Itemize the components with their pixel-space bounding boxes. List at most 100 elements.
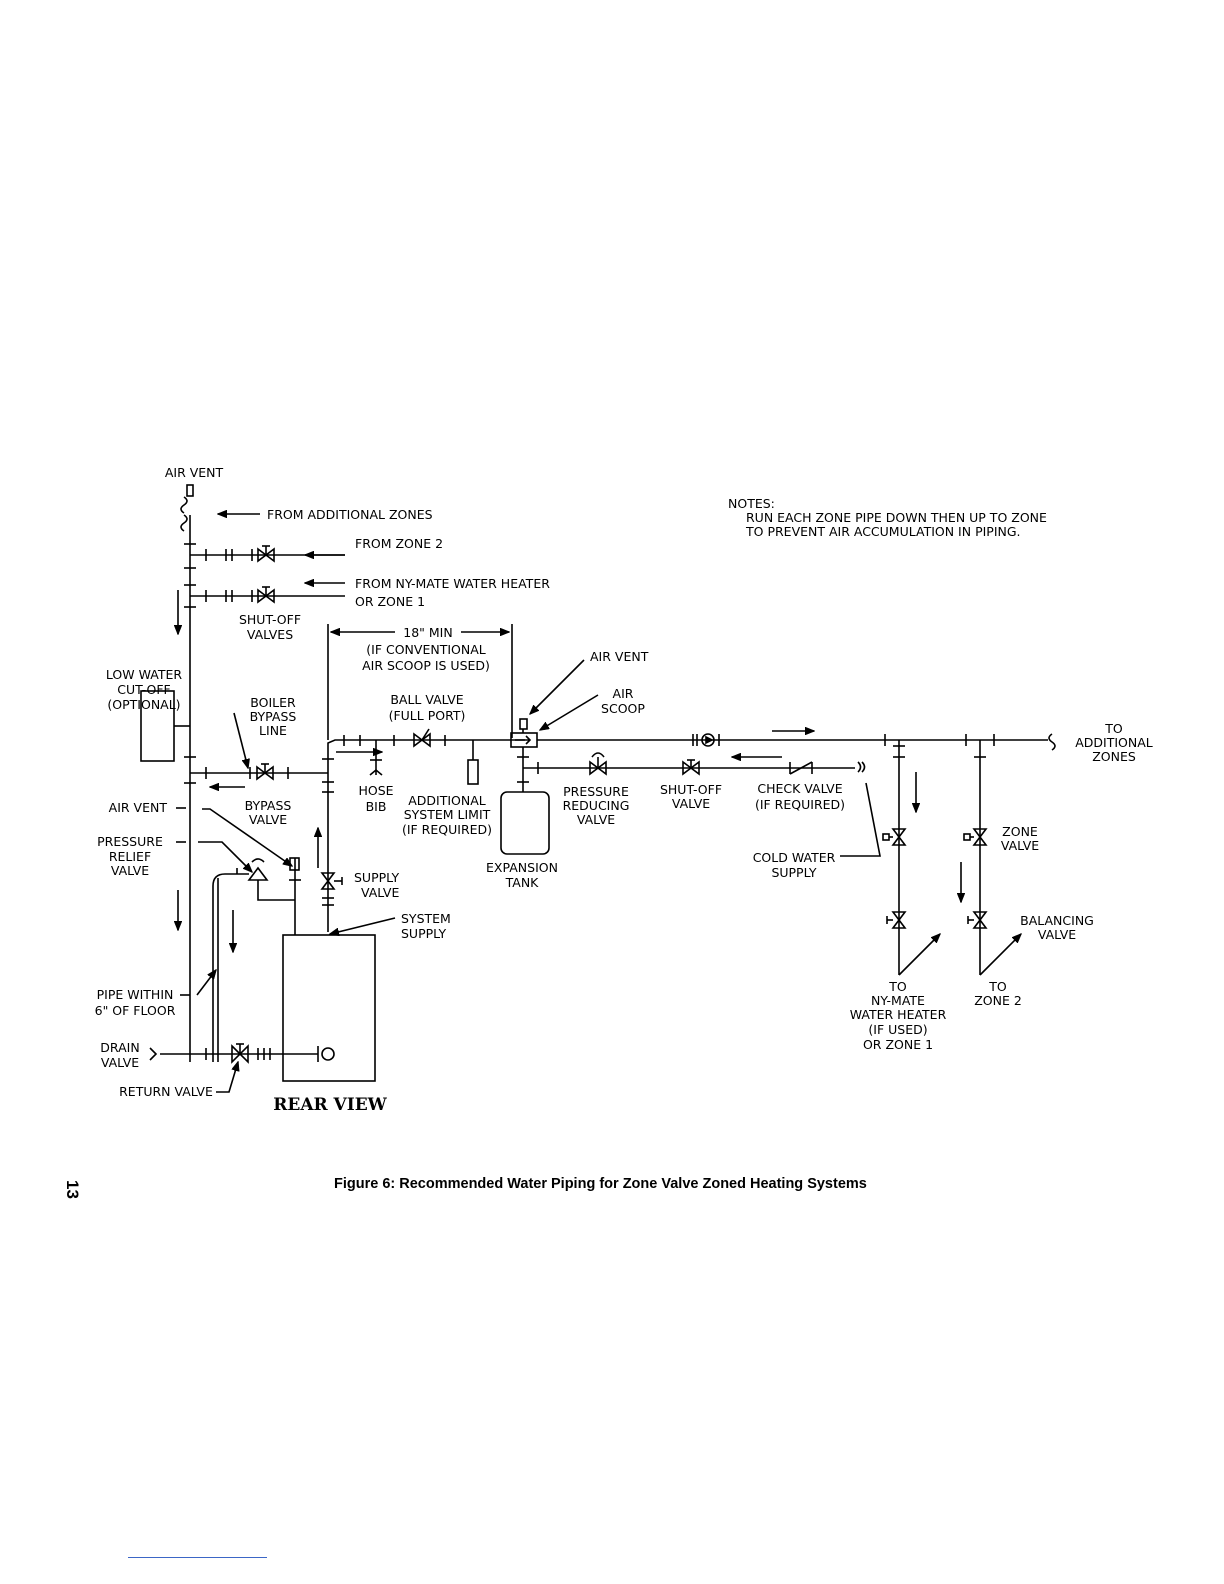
zone-valve-icon (891, 828, 907, 846)
label-to-ny-5: OR ZONE 1 (863, 1037, 933, 1052)
label-add-limit-3: (IF REQUIRED) (402, 822, 492, 837)
drain-valve-icon (149, 1047, 158, 1061)
shutoff-valve-icon (257, 547, 275, 563)
label-ball-valve-1: BALL VALVE (390, 692, 463, 707)
label-to-additional-1: TO (1104, 721, 1123, 736)
pressure-relief-valve (212, 858, 295, 1062)
label-low-water-2: CUT-OFF (117, 682, 170, 697)
label-air-vent-top: AIR VENT (165, 465, 224, 480)
label-shutoff-2: VALVE (672, 796, 710, 811)
check-valve-icon (789, 761, 813, 775)
boiler-icon (282, 934, 376, 1082)
figure-caption: Figure 6: Recommended Water Piping for Z… (334, 1176, 867, 1192)
label-system-supply-1: SYSTEM (401, 911, 451, 926)
label-cold-water-2: SUPPLY (771, 865, 816, 880)
label-system-supply-2: SUPPLY (401, 926, 446, 941)
label-prv-3: VALVE (577, 812, 615, 827)
label-ball-valve-2: (FULL PORT) (389, 708, 466, 723)
balancing-valve-icon (972, 911, 988, 929)
circulator-icon (701, 733, 715, 747)
label-return-valve: RETURN VALVE (119, 1084, 213, 1099)
relief-valve-icon (247, 866, 269, 881)
footer-rule (128, 1557, 267, 1558)
zone-1-branch (882, 734, 940, 976)
pipe-break-icon (180, 514, 188, 532)
label-to-additional-3: ZONES (1092, 749, 1136, 764)
label-to-ny-1: TO (888, 979, 907, 994)
label-expansion-2: TANK (505, 875, 540, 890)
label-to-additional-2: ADDITIONAL (1075, 735, 1153, 750)
label-check-2: (IF REQUIRED) (755, 797, 845, 812)
label-prv-2: REDUCING (563, 798, 630, 813)
zone-1-return-line (190, 583, 345, 604)
notes-heading: NOTES: (728, 496, 775, 511)
label-pipe-within-2: 6" OF FLOOR (95, 1003, 176, 1018)
label-shutoff-valves: SHUT-OFF (239, 612, 301, 627)
label-cold-water-1: COLD WATER (753, 850, 836, 865)
label-conventional-2: AIR SCOOP IS USED) (362, 658, 490, 673)
label-add-limit-2: SYSTEM LIMIT (404, 807, 491, 822)
label-or-zone-1: OR ZONE 1 (355, 594, 425, 609)
label-air-scoop-1: AIR (613, 686, 634, 701)
label-drain-2: VALVE (101, 1055, 139, 1070)
label-shutoff-1: SHUT-OFF (660, 782, 722, 797)
view-title: REAR VIEW (273, 1095, 387, 1115)
label-low-water-1: LOW WATER (106, 667, 182, 682)
notes-line-1: RUN EACH ZONE PIPE DOWN THEN UP TO ZONE (746, 510, 1047, 525)
hose-bib-icon (369, 768, 383, 776)
dimension-18-min (327, 624, 513, 740)
air-vent-scoop-icon (519, 718, 528, 730)
label-from-additional-zones: FROM ADDITIONAL ZONES (267, 507, 433, 522)
label-prv-1: PRESSURE (563, 784, 629, 799)
ball-valve-icon (413, 732, 431, 748)
notes-line-2: TO PREVENT AIR ACCUMULATION IN PIPING. (745, 524, 1021, 539)
label-bypass-valve-2: VALVE (249, 812, 287, 827)
label-air-vent-scoop: AIR VENT (590, 649, 649, 664)
label-to-ny-3: WATER HEATER (850, 1007, 947, 1022)
label-balancing-2: VALVE (1038, 927, 1076, 942)
return-line (149, 1043, 335, 1064)
label-conventional-1: (IF CONVENTIONAL (366, 642, 486, 657)
label-pipe-within-1: PIPE WITHIN (97, 987, 174, 1002)
label-to-ny-2: NY-MATE (871, 993, 925, 1008)
air-vent-top-icon (186, 484, 194, 497)
label-to-zone2-1: TO (988, 979, 1007, 994)
zone-2-branch (961, 734, 1021, 976)
shutoff-valve-icon (257, 588, 275, 604)
label-air-vent-left: AIR VENT (109, 800, 168, 815)
label-supply-valve-1: SUPPLY (354, 870, 399, 885)
label-pressure-relief-2: RELIEF (109, 849, 151, 864)
prv-dome-icon (591, 752, 605, 758)
label-check-1: CHECK VALVE (757, 781, 842, 796)
balancing-valve-icon (891, 911, 907, 929)
label-from-ny-mate: FROM NY-MATE WATER HEATER (355, 576, 550, 591)
label-bypass-valve-1: BYPASS (245, 798, 292, 813)
boiler-bypass-line (190, 763, 328, 787)
label-pressure-relief-1: PRESSURE (97, 834, 163, 849)
label-hose-bib-1: HOSE (358, 783, 393, 798)
label-to-ny-4: (IF USED) (868, 1022, 927, 1037)
pressure-reducing-valve-icon (589, 760, 607, 776)
zone-valve-icon (972, 828, 988, 846)
label-zone-valve-2: VALVE (1001, 838, 1039, 853)
label-balancing-1: BALANCING (1020, 913, 1094, 928)
additional-limit-icon (467, 759, 479, 785)
bypass-valve-icon (256, 765, 274, 781)
return-valve-icon (231, 1044, 249, 1064)
label-expansion-1: EXPANSION (486, 860, 558, 875)
label-supply-valve-2: VALVE (361, 885, 399, 900)
label-18-min: 18" MIN (403, 625, 452, 640)
expansion-tank-icon (500, 791, 550, 855)
label-shutoff-valves-2: VALVES (247, 627, 293, 642)
label-low-water-3: (OPTIONAL) (107, 697, 180, 712)
label-zone-valve-1: ZONE (1002, 824, 1038, 839)
label-add-limit-1: ADDITIONAL (408, 793, 486, 808)
label-pressure-relief-3: VALVE (111, 863, 149, 878)
pipe-break-icon (1048, 733, 1056, 751)
label-boiler-bypass-2: BYPASS (250, 709, 297, 724)
page-number: 13 (63, 1180, 82, 1199)
label-boiler-bypass-1: BOILER (250, 695, 296, 710)
supply-valve-icon (320, 872, 336, 890)
zone-2-return-line (190, 545, 345, 563)
